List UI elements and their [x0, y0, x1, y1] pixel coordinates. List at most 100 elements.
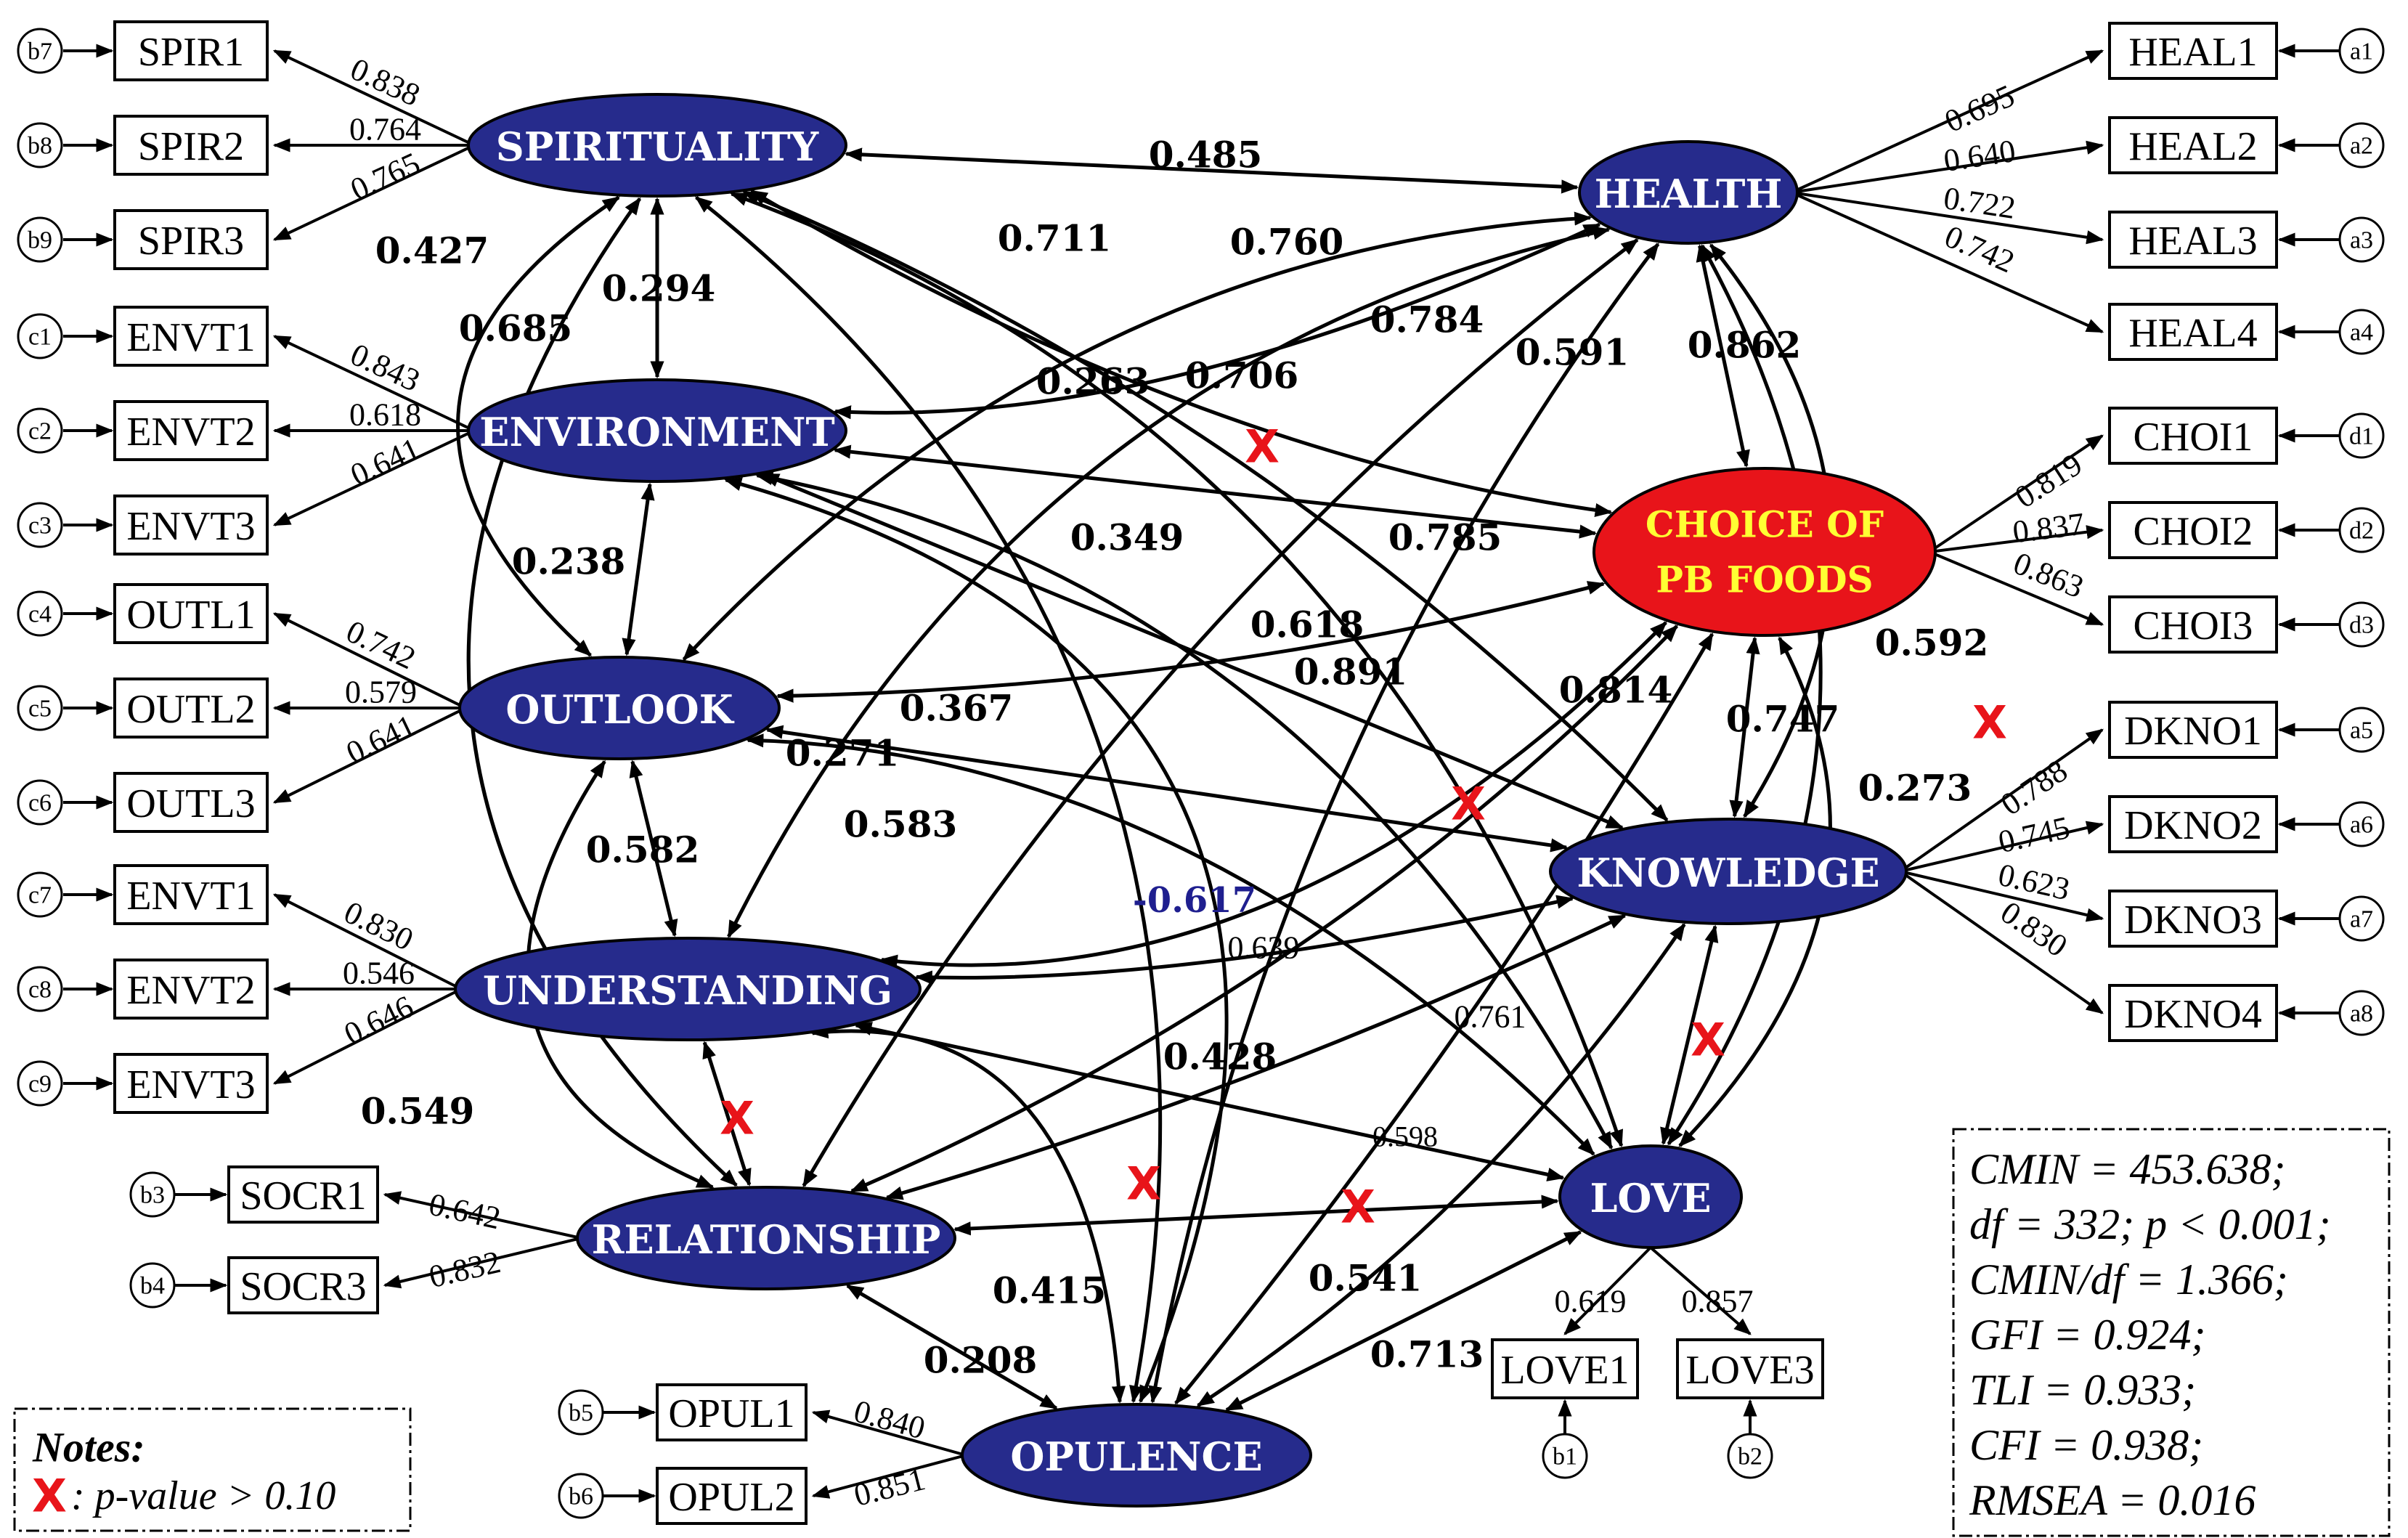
error-label: a7	[2350, 906, 2373, 933]
indicator-box	[113, 400, 269, 461]
coef-relationship-opulence: 0.208	[924, 1339, 1038, 1382]
coef-understanding-love: 0.598	[1372, 1120, 1438, 1153]
loading-heal2-a2: 0.640	[1941, 133, 2017, 179]
latent-ellipse	[1549, 818, 1908, 925]
latent-ellipse	[576, 1186, 956, 1290]
error-label: b9	[28, 227, 52, 254]
coef-understanding-health: 0.784	[1370, 298, 1484, 341]
indicator-label: SPIR3	[138, 219, 244, 264]
latent-outlook: OUTLOOK	[458, 656, 781, 760]
error-label: b7	[28, 38, 52, 65]
indicator-box	[113, 209, 269, 270]
indicator-box	[2108, 890, 2278, 948]
indicator-envt1-c1: ENVT1 c1	[17, 306, 269, 367]
latent-label-line: PB FOODS	[1656, 558, 1873, 601]
loading-dkno3-a7: 0.623	[1995, 857, 2073, 908]
indicator-outl2-c5: OUTL2 c5	[17, 678, 269, 739]
indicator-box	[113, 959, 269, 1020]
latent-label: OUTLOOK	[505, 686, 734, 733]
error-label: a6	[2350, 812, 2373, 839]
latent-love: LOVE	[1558, 1144, 1743, 1249]
error-term	[17, 502, 63, 548]
coef-outlook-understanding: 0.582	[586, 829, 700, 871]
indicator-box	[2108, 701, 2278, 759]
latent-ellipse	[458, 656, 781, 760]
path-health-love	[1667, 244, 1823, 1146]
error-term	[17, 407, 63, 454]
error-label: c2	[28, 418, 52, 445]
latent-label: UNDERSTANDING	[483, 967, 892, 1014]
latent-label: KNOWLEDGE	[1577, 850, 1879, 896]
indicator-label: DKNO1	[2124, 709, 2262, 754]
latent-ellipse	[1558, 1144, 1743, 1249]
indicator-box	[113, 115, 269, 176]
indicator-label: DKNO4	[2124, 992, 2262, 1037]
coef-outlook-relationship: 0.549	[361, 1090, 475, 1133]
coef-outlook-health: 0.706	[1185, 354, 1299, 397]
loading-choi3-d3: 0.863	[2009, 545, 2088, 605]
loading-envt3-c9: 0.646	[338, 988, 418, 1051]
coef-environment-outlook: 0.238	[512, 540, 626, 583]
structural-paths	[456, 147, 1834, 1412]
loading-outl2-c5: 0.579	[345, 675, 417, 710]
loading-spir3-b9: 0.765	[345, 145, 425, 208]
error-label: c4	[28, 601, 52, 628]
error-label: c1	[28, 324, 52, 351]
indicator-label: LOVE3	[1685, 1348, 1814, 1393]
path-spirituality-choice	[749, 189, 1613, 517]
error-term	[17, 590, 63, 637]
loading-dkno2-a6: 0.745	[1995, 810, 2073, 860]
indicator-box	[113, 495, 269, 556]
indicator-label: DKNO2	[2124, 803, 2262, 848]
indicator-label: SOCR1	[240, 1173, 366, 1218]
coef-spirituality-health: 0.485	[1149, 134, 1263, 176]
path-spirituality-health	[844, 147, 1579, 194]
ns-marker-understanding-relationship: X	[720, 1092, 754, 1145]
indicator-label: DKNO3	[2124, 898, 2262, 943]
loading-love1: 0.619	[1555, 1284, 1627, 1319]
indicator-label: OUTL2	[126, 687, 255, 732]
loading-spir2-b8: 0.764	[349, 112, 421, 147]
coef-relationship-knowledge: 0.428	[1163, 1035, 1277, 1078]
loading-opul2: 0.851	[850, 1461, 929, 1513]
coef-spirituality-outlook: 0.685	[459, 307, 573, 350]
fit-index-1: df = 332; p < 0.001;	[1969, 1200, 2331, 1248]
indicator-box	[2108, 501, 2278, 559]
loading-envt2-c2: 0.618	[349, 397, 421, 433]
indicator-label: HEAL1	[2128, 30, 2257, 75]
error-label: a8	[2350, 1001, 2373, 1028]
indicator-dkno4-a8: DKNO4 a8	[2108, 984, 2385, 1042]
indicator-box	[113, 678, 269, 739]
latent-spirituality: SPIRITUALITY	[467, 93, 847, 198]
indicator-label: ENVT3	[126, 504, 255, 549]
indicator-box	[113, 1053, 269, 1114]
error-label: c7	[28, 882, 52, 909]
loading-choi1-d1: 0.819	[2009, 447, 2088, 516]
indicator-label: ENVT2	[126, 410, 255, 455]
indicator-label: HEAL2	[2128, 124, 2257, 169]
error-label: b8	[28, 133, 52, 160]
error-label: c5	[28, 696, 52, 723]
indicator-label: CHOI3	[2134, 603, 2253, 648]
indicator-box	[2108, 303, 2278, 361]
indicator-box	[2108, 211, 2278, 269]
indicator-box	[227, 1165, 379, 1224]
indicator-label: SOCR3	[240, 1264, 366, 1309]
indicator-label: HEAL3	[2128, 219, 2257, 264]
latent-constructs: SPIRITUALITYENVIRONMENTOUTLOOKUNDERSTAND…	[454, 93, 1937, 1508]
indicator-label: ENVT1	[126, 315, 255, 360]
fit-box-border	[1952, 1128, 2391, 1537]
indicator-label: LOVE1	[1500, 1348, 1629, 1393]
coef-understanding-knowledge: 0.639	[1228, 930, 1300, 966]
coef-opulence-knowledge: 0.541	[1309, 1257, 1423, 1300]
coef-environment-love: 0.761	[1455, 999, 1526, 1035]
